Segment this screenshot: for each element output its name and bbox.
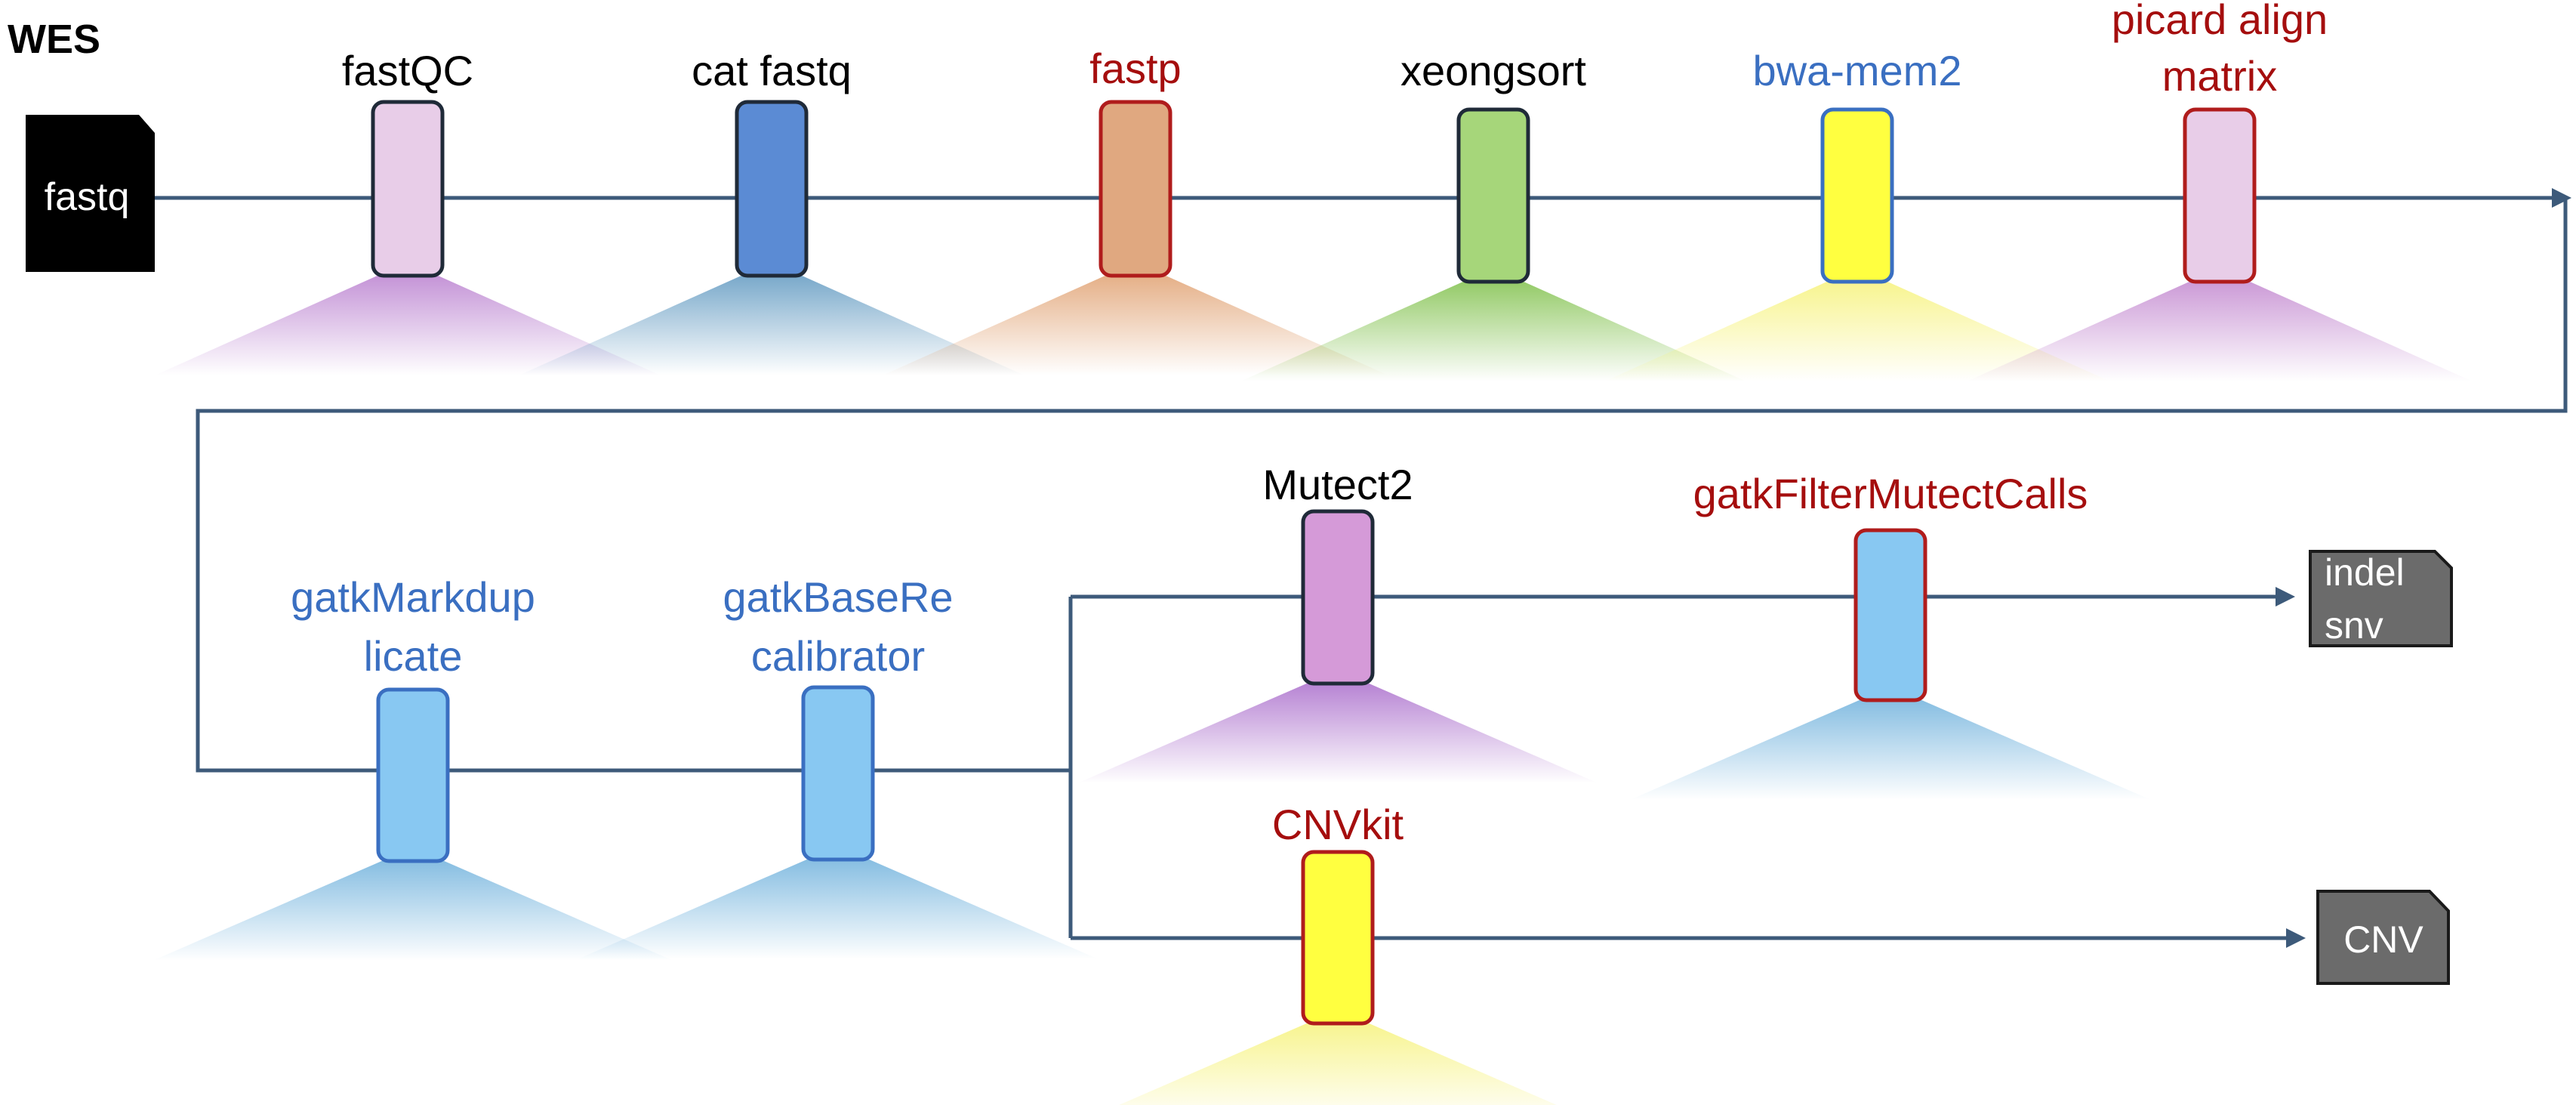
- mutect2-label-line1: Mutect2: [1262, 461, 1413, 508]
- bwamem2-node: bwa-mem2: [1753, 47, 1962, 284]
- bwamem2-glow: [1604, 268, 2110, 381]
- output-cnv-file: CNV: [2316, 890, 2450, 985]
- flow-line-wrap: [196, 198, 2568, 773]
- filtermutect-box: [1853, 528, 1927, 702]
- cnvkit-node: CNVkit: [1272, 801, 1404, 1026]
- bqsr-node: gatkBaseRe calibrator: [723, 573, 954, 862]
- variants-file-line2: snv: [2325, 604, 2383, 647]
- glow-layer: [153, 262, 2473, 1105]
- xeongsort-box: [1456, 107, 1530, 284]
- catfastq-glow: [519, 262, 1025, 375]
- xeongsort-node: xeongsort: [1400, 47, 1586, 284]
- fastq-file-icon: [26, 115, 155, 272]
- arrowhead-row1: [2552, 188, 2571, 208]
- picard-box: [2183, 107, 2257, 284]
- variants-file-line1: indel: [2325, 551, 2405, 594]
- tool-nodes: fastQC cat fastq fastp xeongsort bwa-mem2 pic…: [291, 0, 2328, 1026]
- picard-label-line2: matrix: [2162, 52, 2277, 100]
- picard-glow: [1967, 268, 2473, 381]
- bqsr-label-line2: calibrator: [751, 632, 925, 680]
- mutect2-node: Mutect2: [1262, 461, 1413, 686]
- flow-lines: [155, 196, 2568, 940]
- picard-node: picard align matrix: [2112, 0, 2328, 284]
- markdup-label-line2: licate: [364, 632, 463, 680]
- mutect2-box: [1301, 509, 1375, 686]
- arrowhead-cnv: [2286, 928, 2306, 948]
- mutect2-glow: [1077, 670, 1598, 783]
- bqsr-box: [801, 685, 875, 862]
- input-fastq-file: fastq: [26, 115, 155, 272]
- markdup-glow: [153, 847, 673, 961]
- markdup-node: gatkMarkdup licate: [291, 573, 535, 863]
- bqsr-glow: [578, 846, 1098, 959]
- bwamem2-box: [1820, 107, 1894, 284]
- variants-file-icon: [2309, 550, 2453, 647]
- markdup-box: [376, 687, 450, 863]
- fastp-node: fastp: [1089, 45, 1182, 278]
- bqsr-label-line1: gatkBaseRe: [723, 573, 953, 621]
- fastp-box: [1098, 100, 1172, 278]
- filtermutect-node: gatkFilterMutectCalls: [1693, 470, 2088, 702]
- fastq-file-label: fastq: [45, 175, 130, 219]
- catfastq-label-line1: cat fastq: [692, 47, 852, 94]
- fastp-glow: [883, 262, 1388, 375]
- filtermutect-glow: [1630, 687, 2151, 800]
- cnv-file-icon: [2316, 890, 2450, 985]
- output-variants-file: indel snv: [2309, 550, 2453, 647]
- catfastq-box: [735, 100, 809, 278]
- catfastq-node: cat fastq: [692, 47, 852, 278]
- markdup-label-line1: gatkMarkdup: [291, 573, 535, 621]
- fastqc-label-line1: fastQC: [342, 47, 473, 94]
- filtermutect-label-line1: gatkFilterMutectCalls: [1693, 470, 2088, 517]
- fastp-label-line1: fastp: [1089, 45, 1181, 92]
- cnvkit-box: [1301, 850, 1375, 1026]
- cnvkit-label-line1: CNVkit: [1272, 801, 1404, 848]
- cnv-file-label: CNV: [2343, 918, 2423, 961]
- fastqc-glow: [155, 262, 661, 375]
- fastqc-node: fastQC: [342, 47, 473, 278]
- arrowheads: [2276, 188, 2571, 948]
- diagram-title: WES: [8, 17, 100, 62]
- arrowhead-variants: [2276, 587, 2295, 607]
- bwamem2-label-line1: bwa-mem2: [1753, 47, 1962, 94]
- cnvkit-glow: [1119, 1010, 1557, 1105]
- picard-label-line1: picard align: [2112, 0, 2328, 43]
- fastqc-box: [371, 100, 445, 278]
- xeongsort-label-line1: xeongsort: [1400, 47, 1586, 94]
- xeongsort-glow: [1240, 268, 1746, 381]
